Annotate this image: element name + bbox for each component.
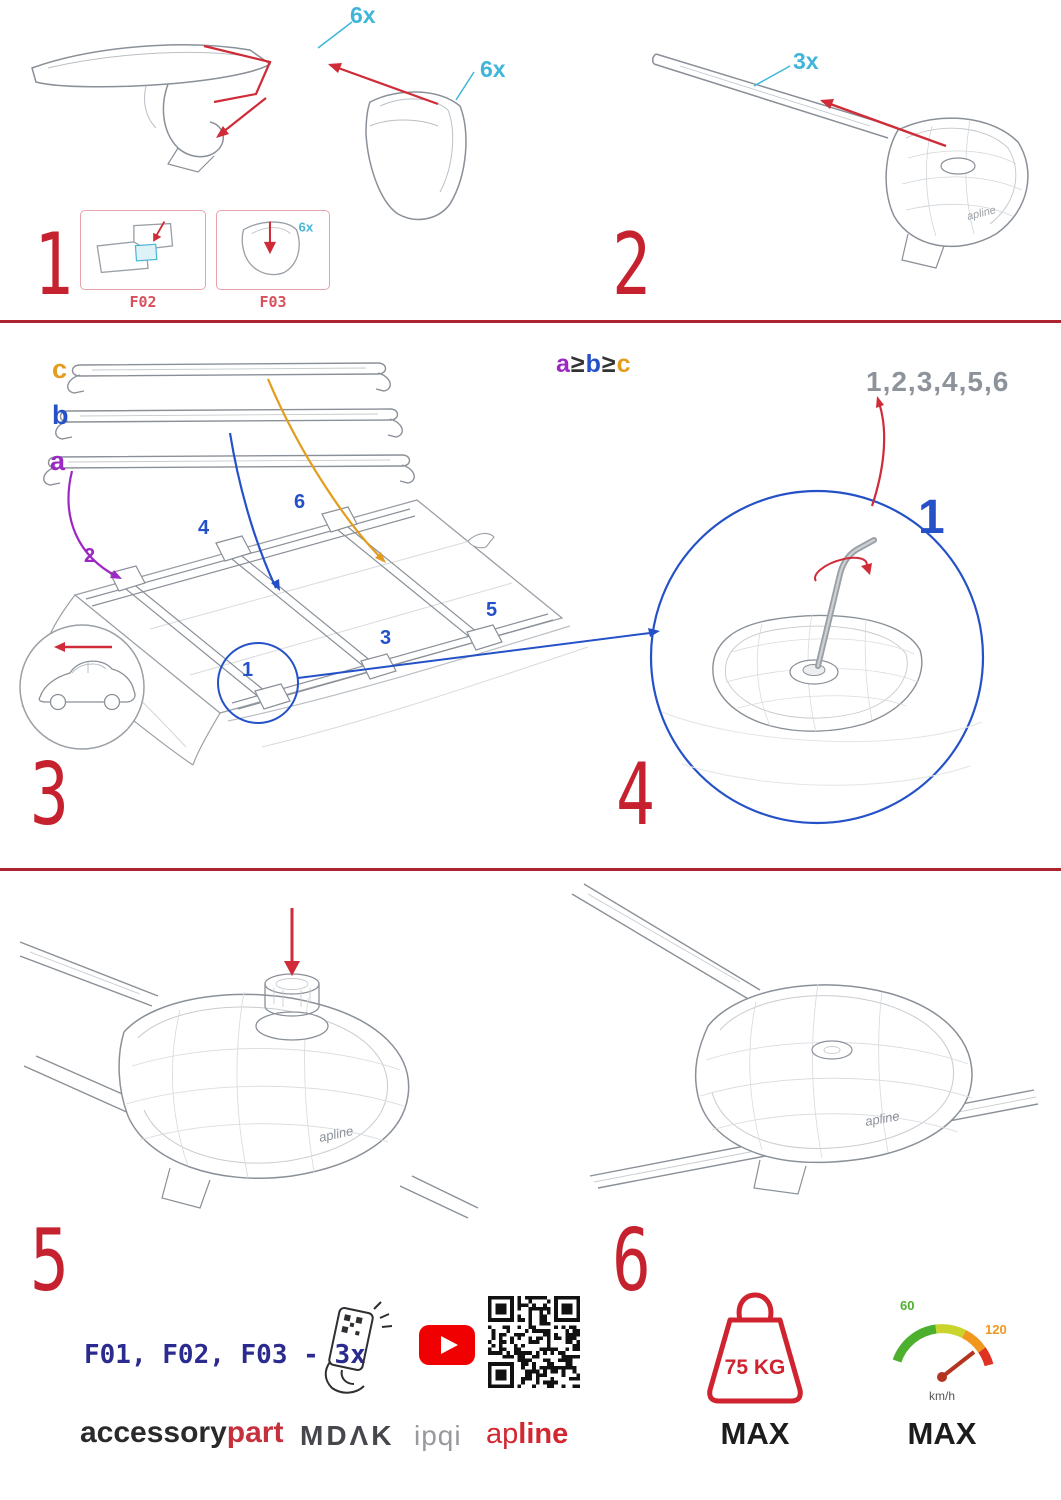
bar-and-rail-lines	[20, 941, 479, 1219]
bar-label-c: c	[52, 354, 68, 384]
speed-high-label: 120	[985, 1322, 1007, 1337]
position1-highlight	[217, 628, 660, 724]
cyan-leader-lines	[317, 21, 475, 101]
bar-end-drawing	[31, 44, 272, 173]
youtube-icon	[419, 1325, 475, 1365]
position-5: 5	[486, 599, 498, 621]
hex-key-drawing	[815, 537, 877, 669]
bar-position-curves	[67, 378, 386, 591]
formula-ge1: ≥	[570, 350, 586, 378]
position-6: 6	[294, 491, 306, 513]
step4-tighten-illustration	[649, 396, 985, 825]
car-direction-inset	[19, 624, 145, 750]
zoom-circle	[649, 489, 985, 825]
step3-number: 3	[30, 745, 69, 845]
red-slide-arrow	[820, 99, 947, 148]
foot-with-knob-drawing: apline	[118, 991, 410, 1209]
apline-logo-on-foot: apline	[864, 1108, 901, 1129]
brand-accessorypart: accessorypart	[80, 1416, 283, 1450]
step2-bar-illustration: apline	[651, 53, 1029, 269]
weight-limit-icon: 75 KG	[707, 1292, 803, 1404]
position-2: 2	[84, 545, 96, 567]
position-4: 4	[198, 517, 210, 539]
cyan-leader-line	[753, 65, 791, 87]
position-3: 3	[380, 627, 392, 649]
end-cap-drawing	[365, 91, 467, 221]
step2-qty-label: 3x	[793, 48, 819, 74]
brand-part-text: part	[226, 1416, 284, 1449]
parts-quantity-label: F01, F02, F03 - 3x	[84, 1340, 366, 1370]
step4-position-label: 1	[918, 491, 945, 544]
speed-limit-icon: 60 120 km/h	[892, 1298, 1007, 1403]
qr-code	[488, 1296, 580, 1388]
step5-number: 5	[30, 1211, 69, 1311]
foot-drawing: apline	[885, 117, 1029, 269]
crossbar-a-drawing	[43, 454, 415, 486]
part-thumbnail-f03: 6x	[216, 210, 330, 290]
step1-qty-right-label: 6x	[480, 56, 506, 82]
length-formula: a≥b≥c	[556, 350, 632, 379]
step1-number: 1	[34, 215, 73, 315]
speed-unit-label: km/h	[929, 1389, 955, 1403]
speed-low-label: 60	[900, 1298, 914, 1313]
section-divider-2	[0, 868, 1061, 871]
apline-logo-on-foot: apline	[318, 1123, 355, 1145]
step5-knob-illustration: apline	[20, 908, 479, 1219]
brand-apline-prefix: ap	[486, 1418, 519, 1450]
formula-ge2: ≥	[601, 350, 617, 378]
f03-qty-label: 6x	[298, 220, 313, 235]
weight-max-label: MAX	[720, 1416, 790, 1451]
step1-endcap-illustration	[31, 21, 475, 221]
press-down-arrow	[284, 908, 300, 976]
f03-label: F03	[259, 293, 287, 311]
bar-label-b: b	[52, 400, 69, 430]
f03-thumbnail-drawing: 6x	[241, 220, 314, 276]
weight-limit-value: 75 KG	[725, 1356, 786, 1379]
rotate-arrow	[814, 556, 872, 582]
tighten-sequence-label: 1,2,3,4,5,6	[866, 366, 1010, 397]
brand-accessory-text: accessory	[80, 1416, 227, 1449]
phone-scan-icon	[324, 1301, 393, 1394]
speed-max-label: MAX	[907, 1416, 977, 1451]
part-thumbnail-f02	[80, 210, 206, 290]
foot-closeup-drawing	[661, 613, 983, 786]
f02-thumbnail-drawing	[96, 221, 174, 274]
bar-label-a: a	[50, 446, 66, 476]
speedometer-needle	[940, 1350, 976, 1379]
assembled-foot-drawing: apline	[694, 983, 973, 1195]
crossbar-drawing	[651, 53, 893, 139]
step6-number: 6	[612, 1211, 651, 1311]
step1-qty-top-label: 6x	[350, 2, 376, 28]
brand-apline: apline	[486, 1418, 568, 1451]
brand-mdak: MDΛK	[300, 1420, 395, 1451]
section-divider-1	[0, 320, 1061, 323]
knob-drawing	[264, 973, 320, 1017]
crossbar-b-drawing	[55, 408, 403, 440]
step6-assembled-illustration: apline	[571, 883, 1039, 1195]
sequence-pointer-arrow	[870, 396, 886, 507]
formula-b: b	[585, 350, 602, 378]
brand-ipqi: ipqi	[414, 1420, 462, 1451]
brand-apline-suffix: line	[518, 1418, 569, 1450]
step4-number: 4	[616, 745, 655, 845]
f02-label: F02	[129, 293, 157, 311]
formula-a: a	[556, 350, 571, 378]
red-assembly-arrows	[203, 44, 439, 138]
crossbar-c-drawing	[67, 362, 391, 394]
position-1: 1	[242, 659, 254, 681]
step2-number: 2	[612, 215, 651, 315]
step3-roof-illustration	[19, 362, 660, 766]
formula-c: c	[616, 350, 632, 378]
